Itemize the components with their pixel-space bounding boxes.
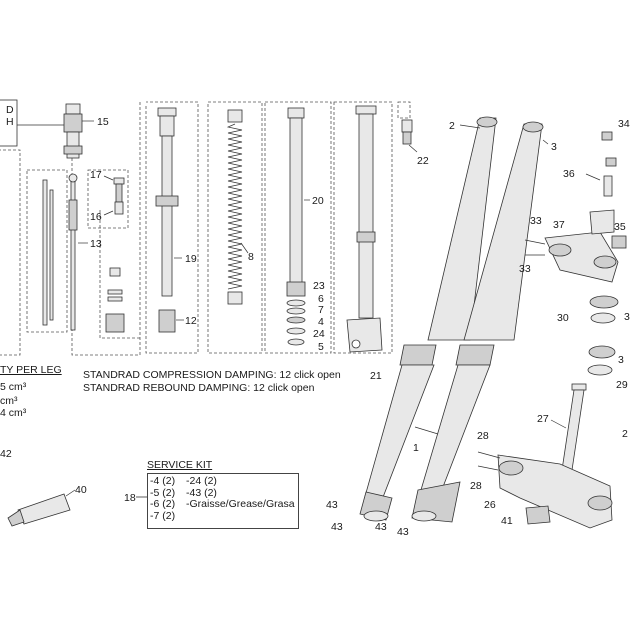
service-kit-ref: 18	[124, 492, 136, 504]
bolt-22	[401, 119, 418, 153]
service-kit-column-1: -4 (2)-5 (2)-6 (2)-7 (2)	[150, 475, 176, 522]
spacer-tube-20	[286, 107, 310, 346]
callout-40: 40	[75, 484, 87, 496]
service-kit-item-a-2: -6 (2)	[150, 498, 176, 510]
bearings-30	[587, 295, 619, 376]
callout-8: 8	[248, 251, 254, 263]
callout-7: 7	[318, 304, 324, 316]
service-kit-item-b-0: -24 (2)	[186, 475, 217, 487]
service-kit-item-b-1: -43 (2)	[186, 486, 217, 499]
callout-4: 4	[318, 316, 324, 328]
callout-34: 34	[618, 118, 630, 130]
callout-30-right: 30	[624, 311, 630, 323]
callout-28-upper: 28	[477, 430, 489, 442]
left-box-bottom-letter: H	[6, 116, 14, 128]
piston-parts-12-group	[105, 267, 125, 333]
callout-42: 42	[0, 448, 12, 460]
callout-3: 3	[551, 141, 557, 153]
callout-43-b: 43	[331, 521, 343, 533]
service-kit-item-a-3: -7 (2)	[150, 509, 176, 522]
callout-35: 35	[614, 221, 626, 233]
capacity-line-2: cm³	[0, 395, 18, 407]
callout-37: 37	[553, 219, 565, 231]
callout-29: 29	[616, 379, 628, 391]
left-reference-box: D H	[0, 99, 68, 147]
callout-15: 15	[97, 116, 109, 128]
damper-rod-13	[68, 173, 88, 331]
callout-5: 5	[318, 341, 324, 353]
compression-damping-note: STANDRAD COMPRESSION DAMPING: 12 click o…	[83, 369, 341, 381]
callout-23: 23	[313, 280, 325, 292]
dashed-groups	[0, 100, 411, 356]
callout-30-left: 30	[557, 312, 569, 324]
callout-20: 20	[312, 195, 324, 207]
lower-triple-clamp-26	[477, 451, 613, 529]
service-kit-box: -4 (2)-5 (2)-6 (2)-7 (2) -24 (2)-43 (2)-…	[147, 473, 299, 529]
clamp-bolts	[585, 131, 627, 249]
callout-13: 13	[90, 238, 102, 250]
callout-30-lower: 3	[618, 354, 624, 366]
callout-17: 17	[90, 169, 102, 181]
callout-24: 24	[313, 328, 325, 340]
spring-8	[226, 109, 249, 305]
capacity-line-3: 4 cm³	[0, 407, 27, 419]
callout-22: 22	[417, 155, 429, 167]
cartridge-tube-19	[155, 107, 184, 333]
rebound-damping-note: STANDRAD REBOUND DAMPING: 12 click open	[83, 382, 315, 394]
block-41	[525, 505, 551, 525]
capacity-title: TY PER LEG	[0, 364, 62, 376]
callout-33-upper: 33	[530, 215, 542, 227]
callout-1: 1	[413, 442, 419, 454]
callout-43-c: 43	[375, 521, 387, 533]
callout-36: 36	[563, 168, 575, 180]
service-kit-item-a-1: -5 (2)	[150, 486, 176, 499]
callout-2: 2	[449, 120, 455, 132]
fork-leg-left	[359, 116, 498, 522]
inner-rod	[42, 179, 54, 326]
inner-tube-21	[346, 105, 383, 353]
callout-21: 21	[370, 370, 382, 382]
callout-43-a: 43	[326, 499, 338, 511]
callout-12: 12	[185, 315, 197, 327]
grease-tube-40	[7, 489, 76, 527]
left-box-top-letter: D	[6, 104, 14, 116]
callout-41: 41	[501, 515, 513, 527]
cartridge-cap-15	[63, 103, 94, 159]
callout-6: 6	[318, 293, 324, 305]
callout-26: 26	[484, 499, 496, 511]
callout-2-right-edge: 2	[622, 428, 628, 440]
capacity-line-1: 5 cm³	[0, 381, 27, 393]
service-kit-title: SERVICE KIT	[147, 459, 213, 471]
valve-parts-16-17	[103, 175, 125, 216]
callout-labels: 15 17 16 13 19 12 8 20 23 6 7 4 24 5 21 …	[0, 116, 630, 538]
callout-43-d: 43	[397, 526, 409, 538]
callout-19: 19	[185, 253, 197, 265]
callout-27: 27	[537, 413, 549, 425]
callout-33-lower: 33	[519, 263, 531, 275]
service-kit-item-a-0: -4 (2)	[150, 475, 176, 487]
upper-triple-clamp	[524, 231, 619, 283]
service-kit-item-b-2: -Graisse/Grease/Grasa	[186, 498, 295, 510]
fork-leg-right	[411, 121, 544, 523]
service-kit-column-2: -24 (2)-43 (2)-Graisse/Grease/Grasa	[186, 475, 295, 511]
callout-28-lower: 28	[470, 480, 482, 492]
steering-stem-27	[550, 383, 587, 471]
callout-16: 16	[90, 211, 102, 223]
